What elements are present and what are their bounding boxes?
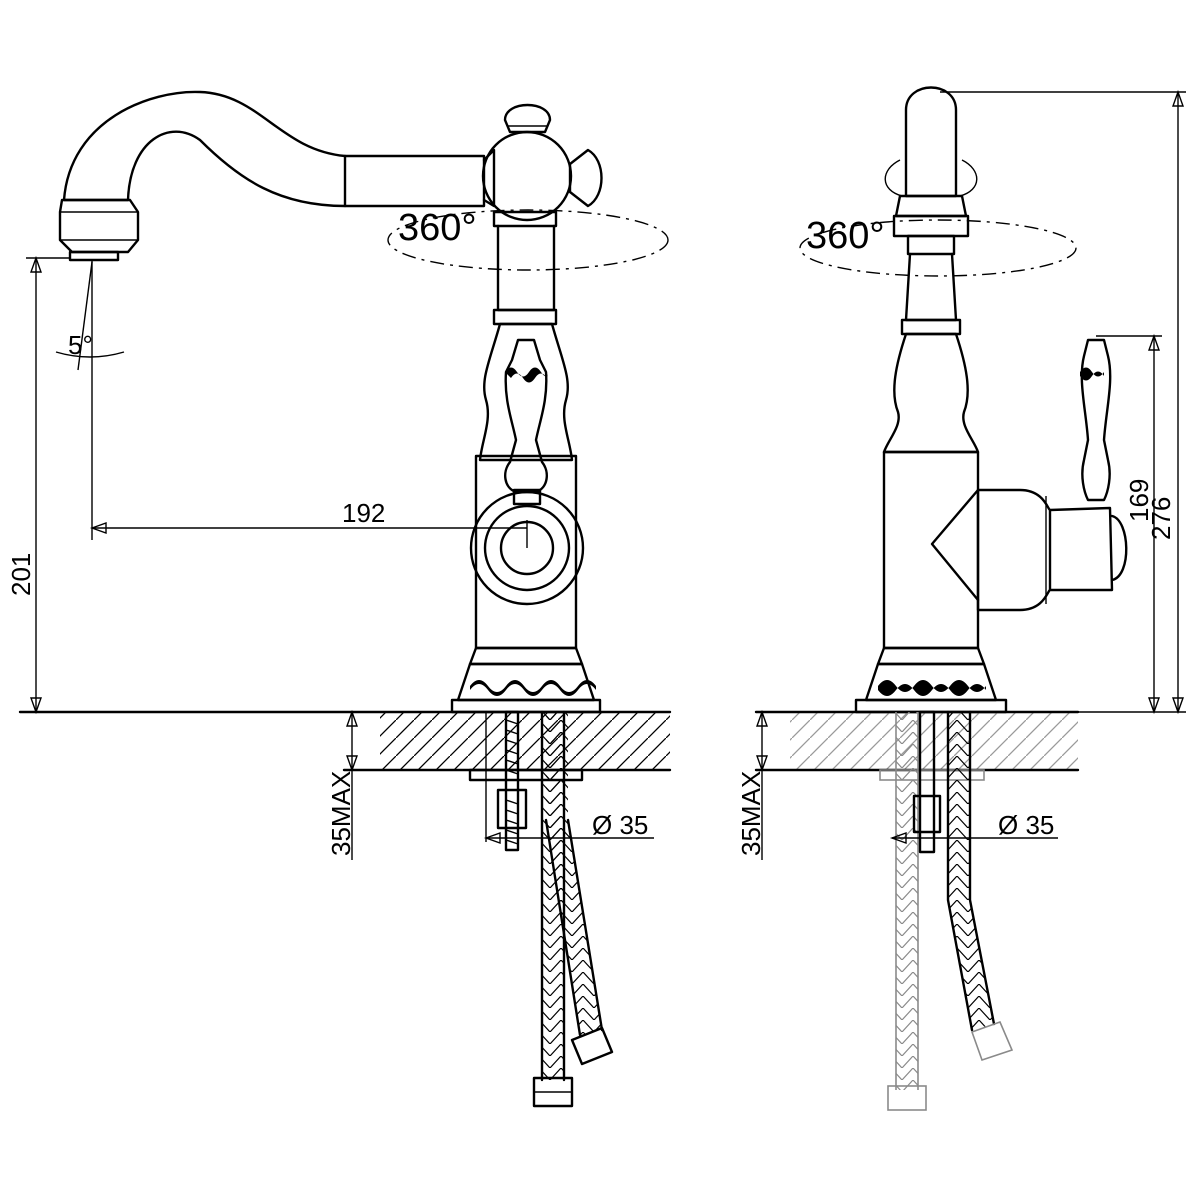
faucet-body [474,454,578,650]
faucet-body-side [882,450,980,650]
decor-band-top [505,367,548,383]
lever-handle [504,338,548,494]
side-view [754,86,1186,1111]
hose-nut-side-left [887,1085,927,1111]
front-view [18,90,672,1108]
handle-height-label: 169 [1124,479,1154,522]
rotation-label-right: 360° [806,215,885,257]
cartridge-side [976,488,1052,612]
lever-handle-side [1080,338,1112,502]
deck-thickness-label-right: 35MAX [736,771,766,856]
spout-reach-label: 192 [342,498,385,528]
deck-thickness-label-left: 35MAX [326,771,356,856]
rotation-arc-left [387,209,669,271]
rotation-arc-right [799,219,1077,277]
threaded-rod [504,710,520,852]
mount-nut [496,788,528,830]
threaded-rod-side [918,710,936,854]
top-ball [481,130,573,222]
aerator [58,198,140,254]
rotation-label-left: 360° [398,207,477,249]
hose-side-right [948,712,994,1030]
spout-side [904,86,958,198]
spout [62,90,486,208]
total-height-label: 276 [1146,497,1176,540]
hole-diameter-label-left: Ø 35 [592,810,648,840]
hose-nut-right [570,1026,614,1066]
spout-angle-label: 5° [68,330,93,360]
spout-height-label: 201 [6,553,36,596]
hose-side-left [896,712,918,1090]
decor-band-base [470,680,596,696]
hose-nut-side-right [970,1020,1014,1062]
countertop-hatch [380,712,670,770]
hose-right [546,712,602,1035]
hole-diameter-label-right: Ø 35 [998,810,1054,840]
cartridge-housing [469,490,585,606]
